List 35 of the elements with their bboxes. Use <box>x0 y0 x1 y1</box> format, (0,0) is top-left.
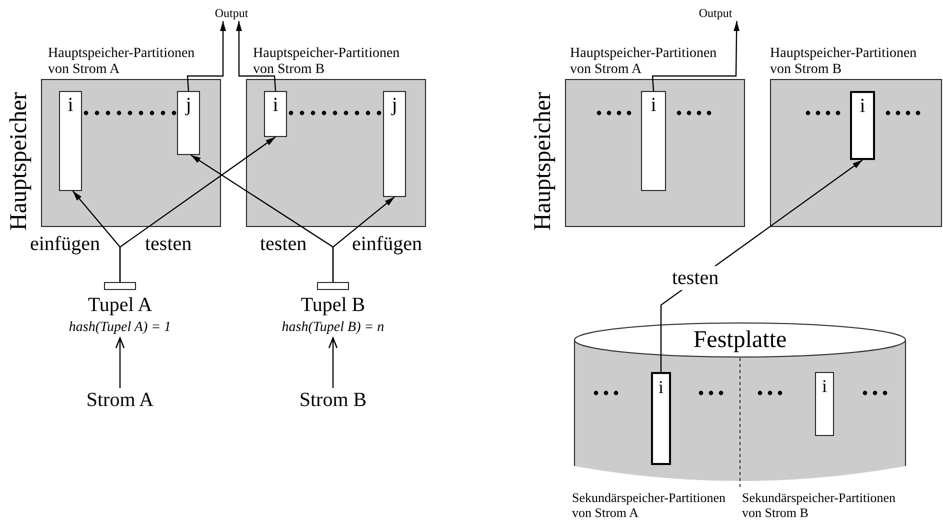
disk-title: Festplatte <box>692 326 788 354</box>
arrow <box>660 160 863 372</box>
arrow <box>119 136 276 282</box>
tuple-label: Tupel B <box>300 294 366 316</box>
hash-formula: hash(Tupel A) = 1 <box>68 319 172 337</box>
partition-heading: Hauptspeicher-Partitionen von Strom B <box>253 46 401 78</box>
partition-slot: j <box>383 91 406 197</box>
arrow <box>186 21 226 92</box>
axis-label: Hauptspeicher <box>530 92 557 231</box>
partition-slot: i <box>641 91 666 191</box>
partition-caption: Sekundärspeicher-Partitionen von Strom A <box>572 490 727 520</box>
arrow <box>328 337 338 388</box>
partition-slot: i <box>815 372 834 436</box>
axis-label: Hauptspeicher <box>6 92 33 231</box>
stream-label: Strom A <box>72 388 168 412</box>
edge-label: testen <box>672 266 719 290</box>
arrow <box>652 21 740 92</box>
stream-label: Strom B <box>285 388 381 412</box>
partition-heading: Hauptspeicher-Partitionen von Strom B <box>770 46 918 78</box>
edge-label: einfügen <box>352 232 422 256</box>
partition-slot: i <box>850 91 875 160</box>
hash-formula: hash(Tupel B) = n <box>280 319 386 337</box>
partition-heading: Hauptspeicher-Partitionen von Strom A <box>570 46 718 78</box>
partition-caption: Sekundärspeicher-Partitionen von Strom B <box>742 490 897 520</box>
arrow <box>236 21 276 92</box>
arrow <box>332 196 395 282</box>
tuple-label: Tupel A <box>86 294 154 316</box>
partition-slot: i <box>264 91 287 137</box>
arrow <box>115 337 125 388</box>
partition-slot: i <box>59 91 82 191</box>
output-label: Output <box>689 5 742 21</box>
partition-slot: i <box>651 372 671 465</box>
partition-heading: Hauptspeicher-Partitionen von Strom A <box>48 46 196 78</box>
output-label: Output <box>205 5 258 21</box>
partition-slot: j <box>177 91 200 155</box>
